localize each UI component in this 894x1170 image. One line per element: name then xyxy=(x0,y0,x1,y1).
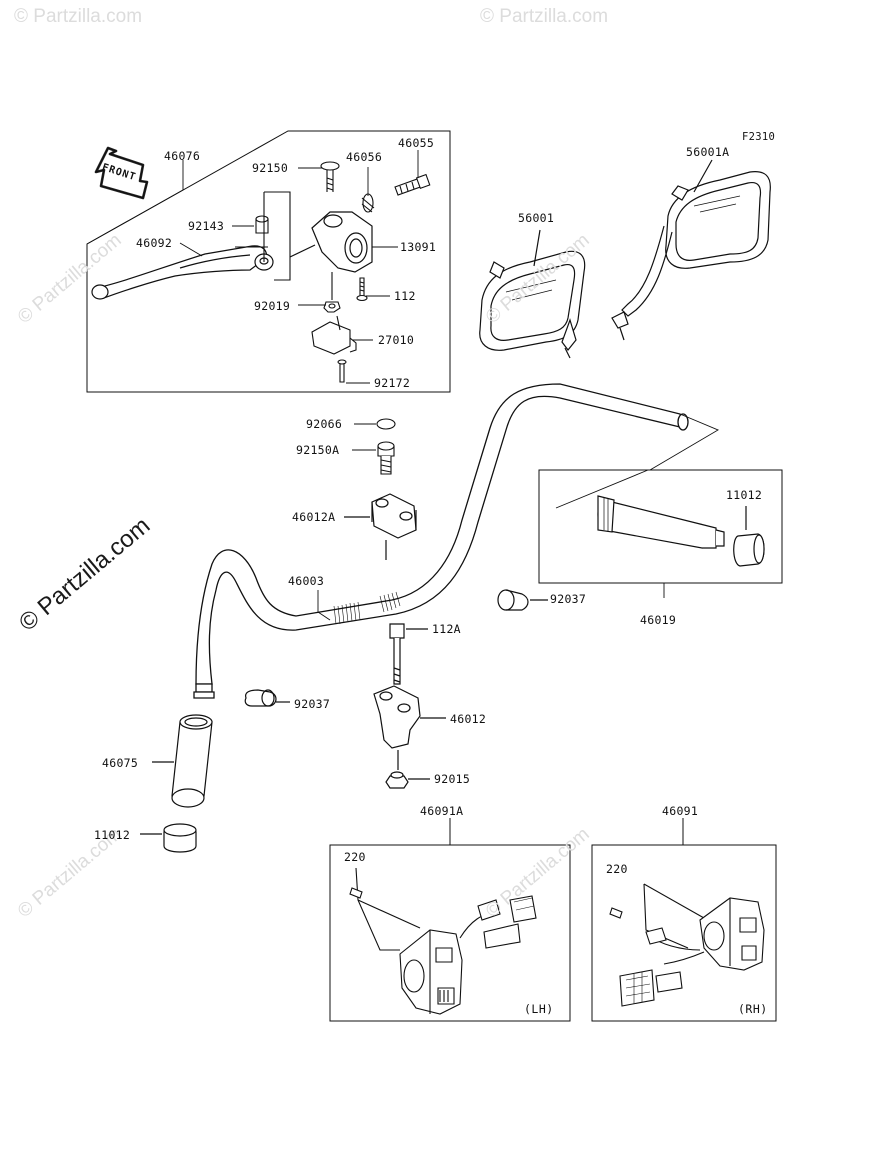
part-label-46092: 46092 xyxy=(136,236,173,250)
grip-end-cap-left xyxy=(140,823,197,853)
nut-92015 xyxy=(385,771,430,789)
pivot-collar xyxy=(235,191,291,281)
mirror-right xyxy=(611,159,771,341)
part-label-220: 220 xyxy=(344,850,366,864)
front-arrow xyxy=(94,146,149,200)
switch-box-rh xyxy=(591,818,777,1022)
part-label-56001A: 56001A xyxy=(686,145,730,159)
part-label-46076: 46076 xyxy=(164,149,201,163)
part-label-92143: 92143 xyxy=(188,219,225,233)
clutch-switch xyxy=(311,315,357,355)
part-label-46055: 46055 xyxy=(398,136,435,150)
switch-screw xyxy=(337,359,347,383)
left-grip xyxy=(152,714,213,808)
part-label-46056: 46056 xyxy=(346,150,383,164)
handlebar xyxy=(193,383,720,699)
part-label-112: 112 xyxy=(394,289,416,303)
grip-end-cap-right xyxy=(733,506,765,567)
part-label-56001: 56001 xyxy=(518,211,555,225)
part-label-92037: 92037 xyxy=(294,697,331,711)
lever-bracket xyxy=(289,211,373,273)
part-label-46012: 46012 xyxy=(450,712,487,726)
throttle-grip xyxy=(597,495,725,549)
watermark-faint: © Partzilla.com xyxy=(14,6,143,27)
part-label-220: 220 xyxy=(606,862,628,876)
bolt-92150A xyxy=(352,441,395,475)
nut xyxy=(323,272,341,313)
clutch-lever xyxy=(91,245,274,300)
part-label-46019: 46019 xyxy=(640,613,677,627)
switch-box-lh xyxy=(329,818,571,1022)
adjuster-wheel xyxy=(361,193,375,213)
cap-92066 xyxy=(354,418,396,430)
pivot-bolt xyxy=(320,161,340,192)
left-hand-label: (LH) xyxy=(524,1002,554,1016)
mirror-left xyxy=(479,229,586,359)
part-label-92150A: 92150A xyxy=(296,443,340,457)
hose-clamp-right xyxy=(497,589,548,611)
hose-clamp-left xyxy=(244,689,290,707)
leaders-top xyxy=(86,150,419,384)
part-label-46012A: 46012A xyxy=(292,510,336,524)
bracket-bolt xyxy=(356,277,368,302)
part-label-46091: 46091 xyxy=(662,804,699,818)
part-label-92172: 92172 xyxy=(374,376,411,390)
part-label-92015: 92015 xyxy=(434,772,471,786)
lh-switch-housing xyxy=(349,867,537,1015)
throttle-grip-box xyxy=(538,469,783,584)
bolt-112A xyxy=(389,623,428,685)
part-label-46091A: 46091A xyxy=(420,804,464,818)
part-label-46075: 46075 xyxy=(102,756,139,770)
leaders-lower xyxy=(317,583,665,621)
adjust-screw xyxy=(394,173,431,196)
part-label-92066: 92066 xyxy=(306,417,343,431)
part-label-92150: 92150 xyxy=(252,161,289,175)
part-label-92019: 92019 xyxy=(254,299,291,313)
lower-holder-46012 xyxy=(373,685,446,770)
part-label-13091: 13091 xyxy=(400,240,437,254)
part-label-11012: 11012 xyxy=(94,828,131,842)
part-label-11012: 11012 xyxy=(726,488,763,502)
upper-holder-46012A xyxy=(344,493,417,560)
rh-switch-housing xyxy=(609,883,765,1007)
watermark-faint: © Partzilla.com xyxy=(480,6,609,27)
part-label-92037: 92037 xyxy=(550,592,587,606)
part-label-112A: 112A xyxy=(432,622,461,636)
part-label-27010: 27010 xyxy=(378,333,415,347)
figure-code: F2310 xyxy=(742,131,776,143)
right-hand-label: (RH) xyxy=(738,1002,768,1016)
part-label-46003: 46003 xyxy=(288,574,325,588)
